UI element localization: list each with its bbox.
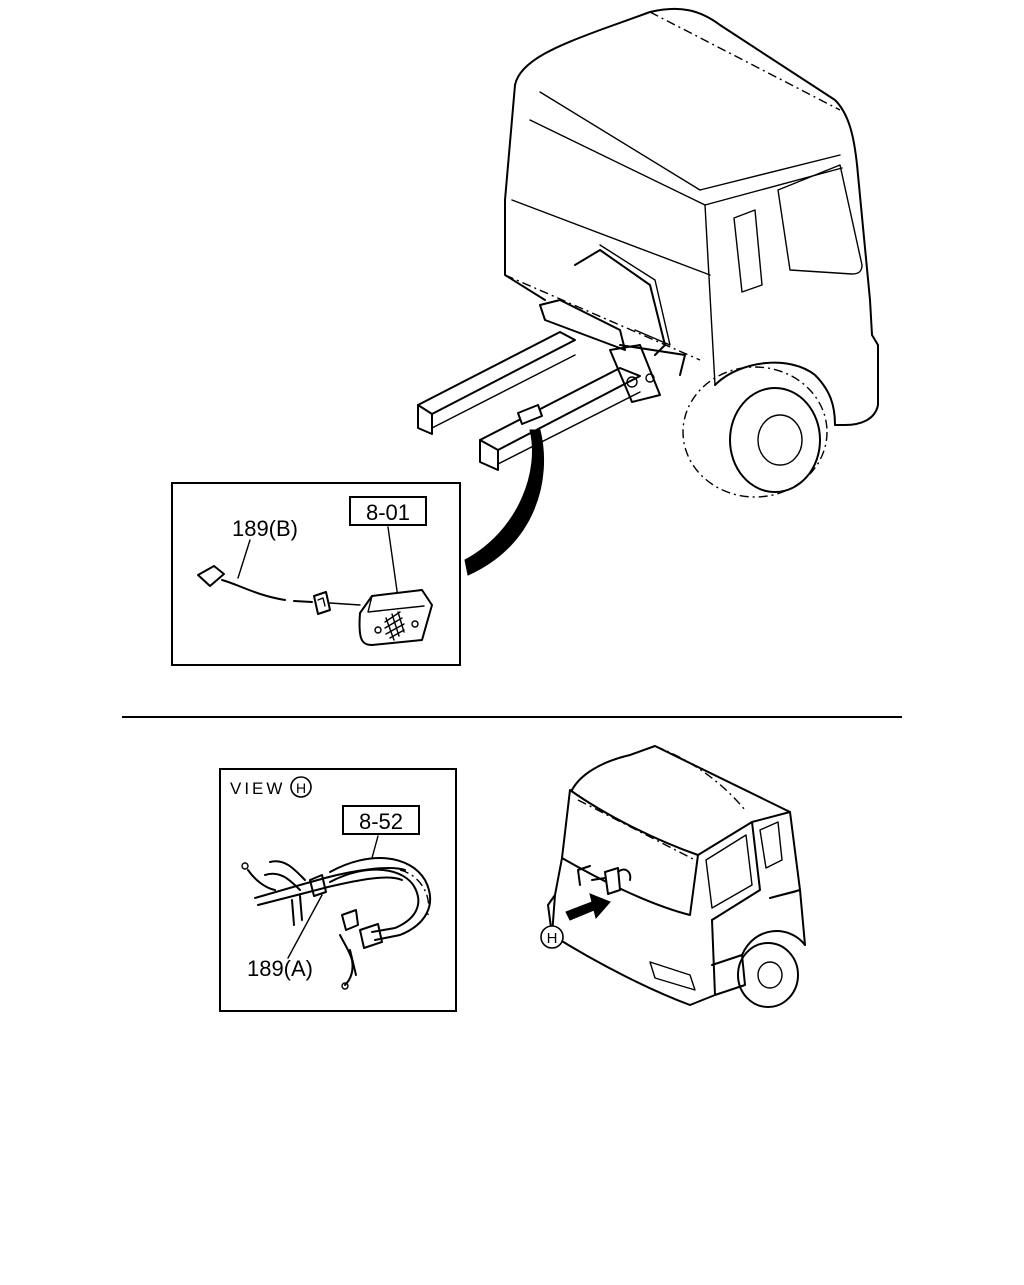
marker-lamp-detail-box: 8-01 189(B) [171,482,461,666]
view-h-detail-box: VIEW H 8-52 189(A) [219,768,457,1012]
part-label-189b: 189(B) [232,516,298,541]
cab-callout-letter: H [547,930,558,947]
lamp-lens-grid-icon [384,611,405,641]
chassis-frame-rails [417,299,661,471]
view-direction-arrow-icon [565,893,611,921]
upper-truck-cab-illustration [504,7,879,498]
ref-code-8-01: 8-01 [366,500,410,525]
hose-harness-assembly [241,857,431,990]
cab-callout-circle-icon [540,925,564,949]
cab-front-view-illustration: H [540,745,806,1008]
detail-leader-arrow [464,429,545,576]
view-word: VIEW [230,779,285,798]
part-label-189a: 189(A) [247,956,313,981]
ref-code-8-52: 8-52 [359,809,403,834]
view-letter-circle-icon [290,776,312,798]
view-letter: H [296,780,306,796]
